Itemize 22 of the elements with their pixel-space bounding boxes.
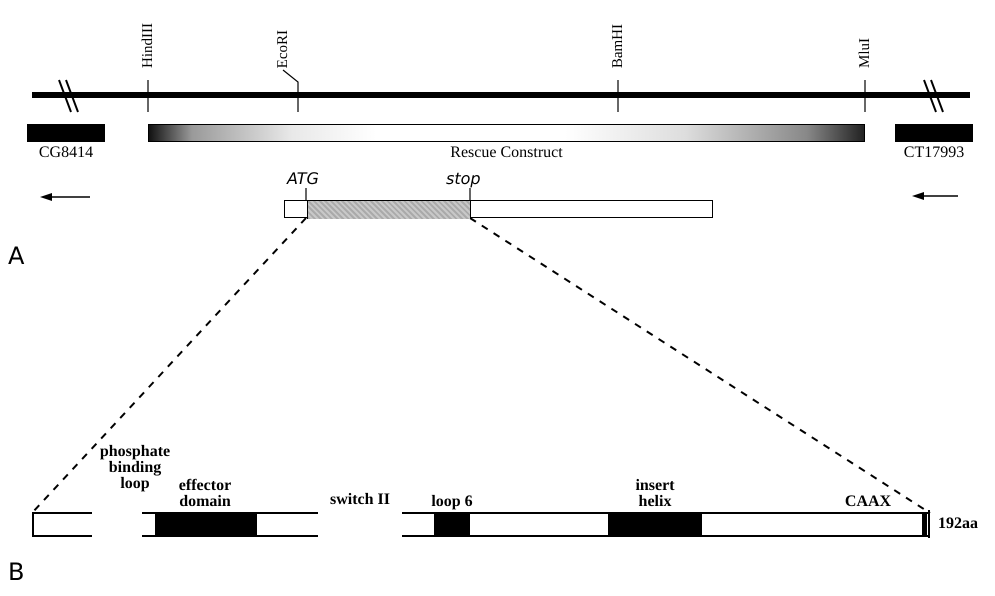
transcript-bar [284, 200, 713, 218]
length-label: 192aa [938, 515, 978, 533]
gene-label: Rescue Construct [449, 144, 564, 162]
restriction-site-label: MluI [856, 38, 874, 68]
dashed-zoom-line [469, 217, 931, 514]
codon-label: ATG [287, 170, 319, 188]
restriction-site-label: HindIII [139, 23, 157, 68]
domain-label: switch II [328, 492, 391, 508]
panel-letter: A [8, 242, 24, 270]
domain-label: CAAX [844, 494, 892, 510]
restriction-site-label: EcoRI [274, 30, 292, 68]
domain-label: insert helix [634, 478, 676, 510]
coding-region [307, 201, 471, 219]
gene-label: CT17993 [902, 144, 966, 162]
restriction-site-label: BamHI [609, 24, 627, 68]
domain-label: phosphate binding loop [98, 444, 172, 492]
codon-label: stop [446, 170, 481, 188]
panel-letter: B [8, 558, 24, 586]
domain-label: effector domain [178, 478, 232, 510]
dashed-zoom-line [31, 217, 307, 514]
gene-label: CG8414 [38, 144, 94, 162]
domain-label: loop 6 [430, 494, 474, 510]
